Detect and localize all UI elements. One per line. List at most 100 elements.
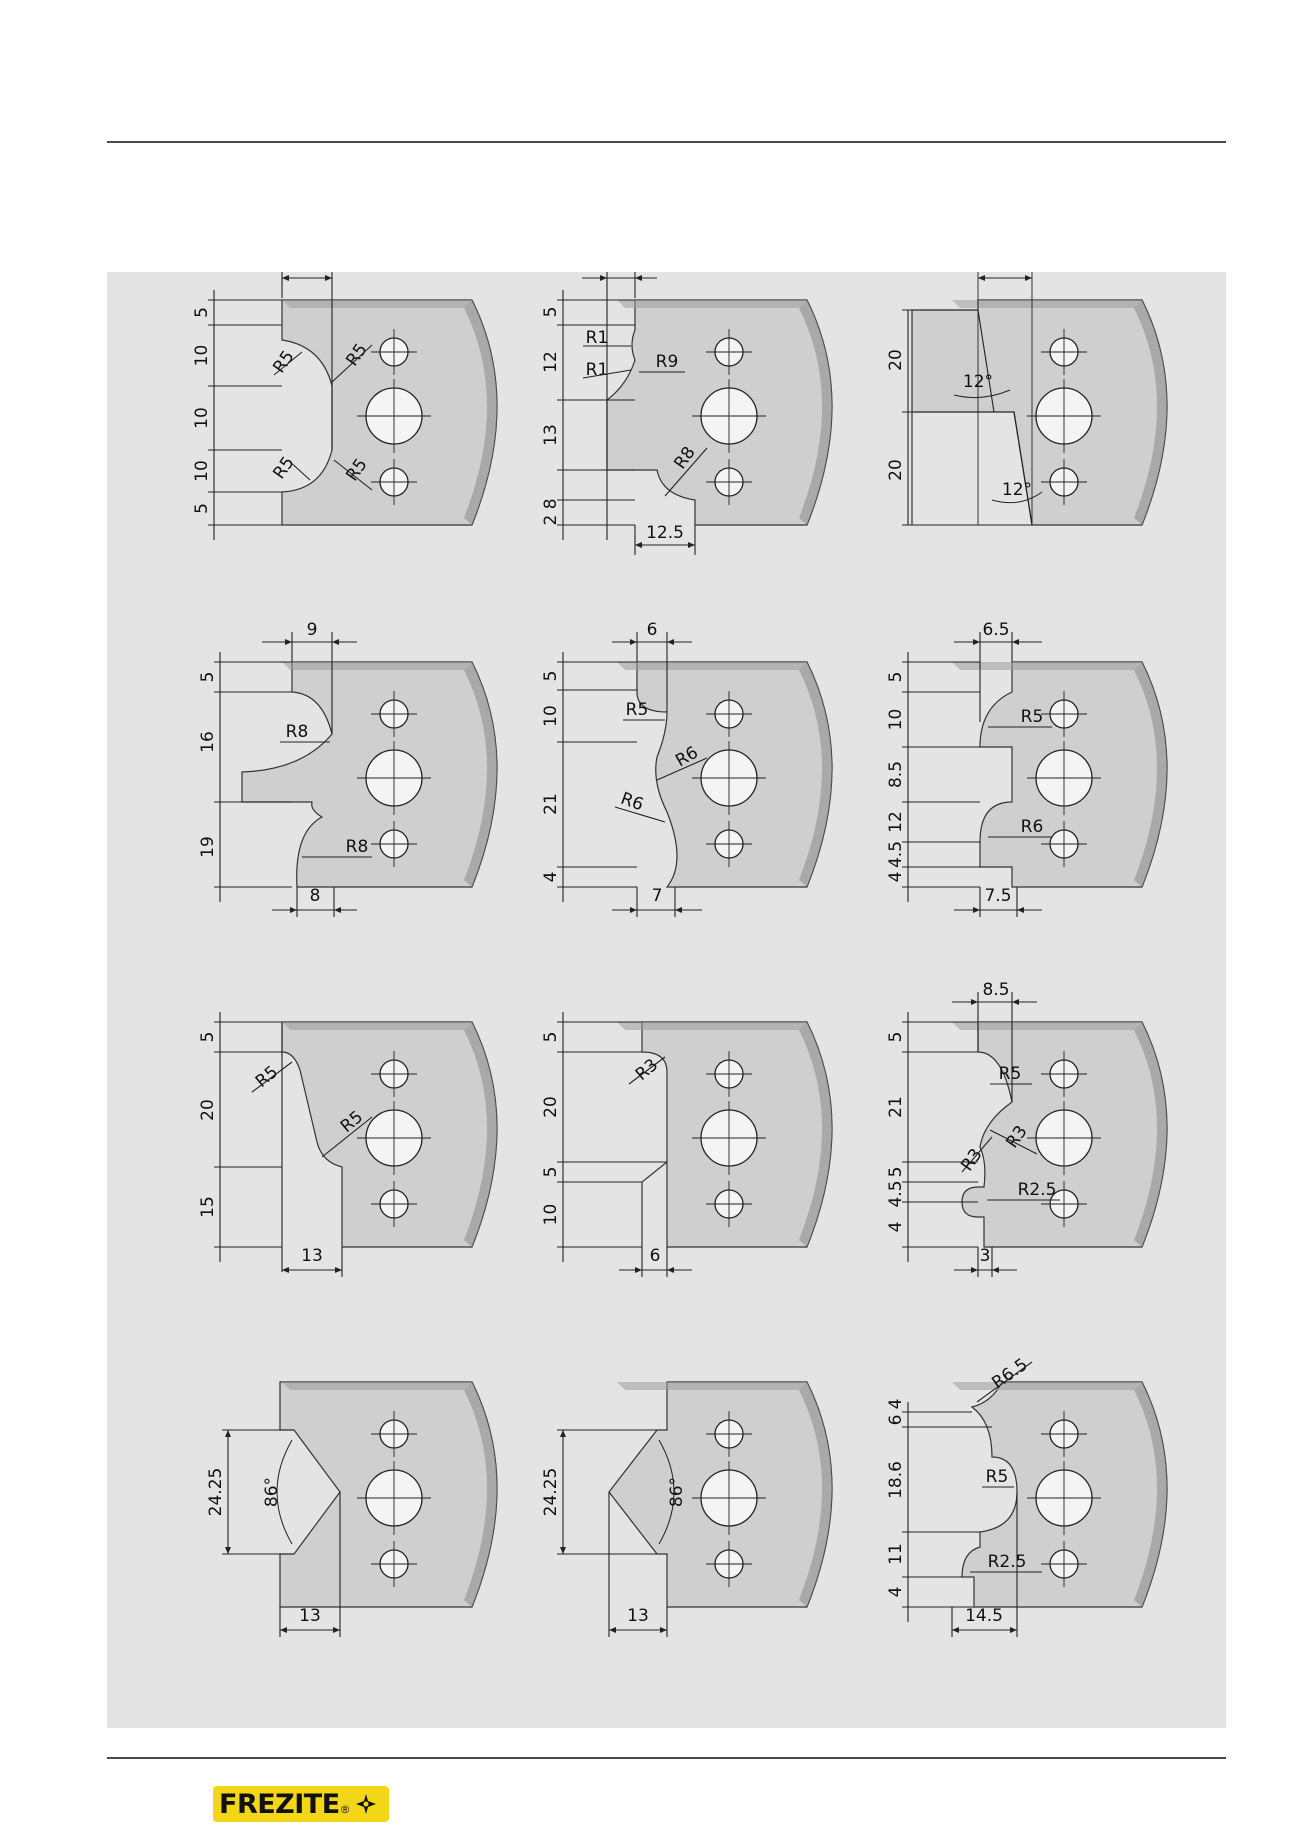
profiles-drawing: 1151010105R5R5R5R559512132 812.5R1R1R9R8… — [192, 272, 1168, 1637]
dim-height: 5 — [886, 672, 906, 683]
brand-name: FREZITE — [219, 1788, 340, 1820]
radius-label: R2.5 — [1018, 1180, 1057, 1200]
knife-back-edge — [799, 1382, 832, 1607]
knife-back-edge — [799, 662, 832, 887]
frezite-logo: FREZITE ® — [213, 1786, 389, 1822]
radius-label: R5 — [269, 453, 298, 483]
profile-p8: 5205106R3 — [541, 1012, 833, 1277]
dim-width: 9 — [634, 272, 645, 276]
angle-label: 12° — [963, 372, 993, 392]
dim-height: 20 — [198, 1099, 218, 1121]
dim-height: 5 — [198, 1032, 218, 1043]
radius-label: R8 — [286, 722, 309, 742]
dim-height: 10 — [541, 705, 561, 727]
dim-height: 4 — [886, 1399, 906, 1410]
dim-width: 13 — [301, 1246, 323, 1266]
radius-label: R9 — [656, 352, 679, 372]
dim-height: 4 — [886, 1222, 906, 1233]
dim-height: 5 — [886, 1032, 906, 1043]
dim-height: 20 — [886, 349, 906, 371]
dim-height: 4.5 — [886, 841, 906, 868]
dim-height: 20 — [541, 1096, 561, 1118]
dim-height: 5 — [541, 671, 561, 682]
profile-p1: 1151010105R5R5R5R5 — [192, 272, 498, 540]
knife-back-edge — [464, 300, 497, 525]
dim-height: 16 — [198, 731, 218, 753]
dim-width: 5 — [600, 272, 611, 276]
dim-height: 10 — [541, 1204, 561, 1226]
knife-back-edge — [1134, 1382, 1167, 1607]
angle-label: 12° — [1002, 480, 1032, 500]
radius-label: R6 — [618, 789, 646, 816]
dim-height: 24.25 — [206, 1468, 226, 1517]
knife-back-edge — [1134, 662, 1167, 887]
drawing-panel: 1151010105R5R5R5R559512132 812.5R1R1R9R8… — [107, 272, 1226, 1728]
dim-height: 24.25 — [541, 1468, 561, 1517]
dim-height: 10 — [886, 709, 906, 731]
dim-width: 11 — [296, 272, 318, 276]
knife-back-edge — [1134, 1022, 1167, 1247]
dim-height: 18.6 — [886, 1461, 906, 1499]
dim-width: 3 — [980, 1246, 991, 1266]
dim-width: 6 — [650, 1246, 661, 1266]
dim-height: 12 — [886, 811, 906, 833]
radius-label: R2.5 — [988, 1552, 1027, 1572]
dim-width: 7.5 — [984, 886, 1011, 906]
angle-label: 86° — [262, 1477, 282, 1507]
dim-width: 14.5 — [965, 1606, 1003, 1626]
dim-height: 10 — [192, 345, 212, 367]
dim-height: 4 — [886, 1587, 906, 1598]
angle-label: 86° — [667, 1477, 687, 1507]
dim-width: 12.5 — [986, 272, 1024, 276]
dim-height: 2 8 — [541, 498, 561, 525]
dim-width: 8 — [310, 886, 321, 906]
dim-height: 4 — [886, 872, 906, 883]
dim-height: 21 — [541, 793, 561, 815]
radius-label: R5 — [1021, 707, 1044, 727]
knife-back-edge — [1134, 300, 1167, 525]
dim-width: 7 — [652, 886, 663, 906]
knife-back-edge — [464, 1022, 497, 1247]
dim-height: 6 — [886, 1415, 906, 1426]
dim-width: 6.5 — [982, 620, 1009, 640]
dim-height: 10 — [192, 407, 212, 429]
dim-height: 13 — [541, 424, 561, 446]
profile-p3: 12.5 20 20 12° 12° — [886, 272, 1168, 526]
dim-height: 5 — [541, 1032, 561, 1043]
star-logo-icon — [355, 1794, 376, 1814]
dim-width: 6 — [647, 620, 658, 640]
radius-label: R5 — [999, 1064, 1022, 1084]
radius-label: R1 — [586, 328, 609, 348]
knife-back-edge — [799, 1022, 832, 1247]
dim-width: 8.5 — [982, 980, 1009, 1000]
dim-height: 15 — [198, 1196, 218, 1218]
dim-height: 4 — [541, 872, 561, 883]
dim-width: 13 — [299, 1606, 321, 1626]
knife-back-edge — [799, 300, 832, 525]
dim-width: 12.5 — [646, 523, 684, 543]
radius-label: R5 — [269, 347, 298, 377]
dim-height: 5 — [192, 503, 212, 514]
profile-p10: 24.25 86° 13 — [206, 1381, 498, 1637]
radius-label: R5 — [252, 1062, 282, 1092]
dim-height: 11 — [886, 1543, 906, 1565]
radius-label: R6 — [1021, 817, 1044, 837]
radius-label: R5 — [986, 1467, 1009, 1487]
top-rule — [107, 141, 1226, 143]
radius-label: R8 — [346, 837, 369, 857]
dim-height: 20 — [886, 459, 906, 481]
knife-back-edge — [464, 1382, 497, 1607]
dim-width: 13 — [627, 1606, 649, 1626]
dim-height: 5 — [198, 672, 218, 683]
dim-height: 21 — [886, 1096, 906, 1118]
knife-back-edge — [464, 662, 497, 887]
dim-height: 12 — [541, 351, 561, 373]
radius-label: R5 — [626, 700, 649, 720]
